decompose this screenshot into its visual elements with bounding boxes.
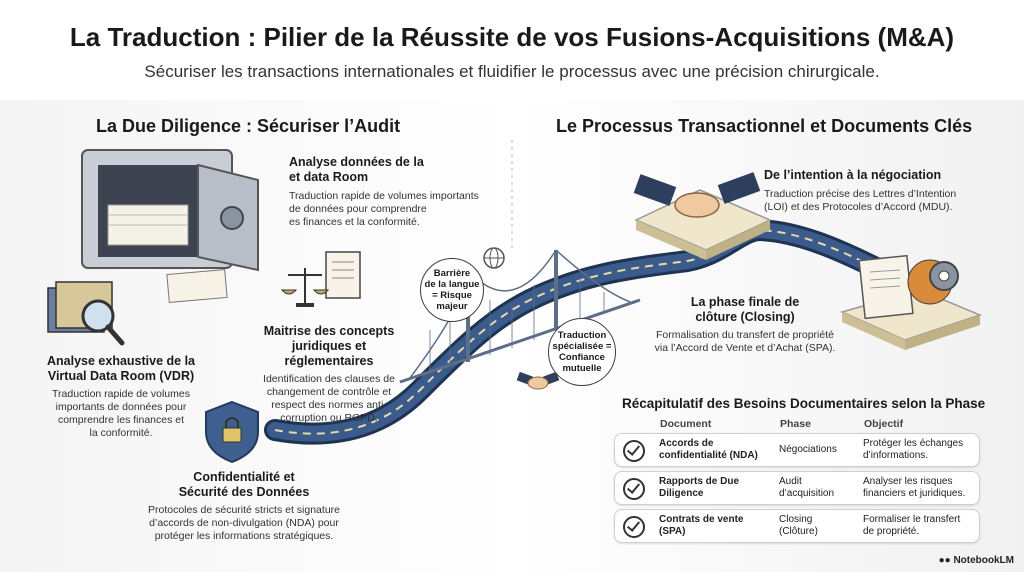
closing-platform: [839, 254, 983, 350]
intent-block: De l’intention à la négociation Traducti…: [764, 168, 994, 214]
security-text-3: protéger les informations stratégiques.: [154, 530, 334, 542]
vdr-block: Analyse exhaustive de la Virtual Data Ro…: [36, 354, 206, 440]
scales-document-icon: [280, 251, 361, 307]
page-title: La Traduction : Pilier de la Réussite de…: [69, 22, 955, 52]
legal-text-3: respect des normes anti-: [271, 399, 387, 411]
closing-text-2: via l’Accord de Vente et d’Achat (SPA).: [654, 342, 836, 354]
row-phase-line-1: Audit: [779, 476, 802, 487]
security-heading-2: Sécurité des Données: [178, 485, 310, 499]
legal-heading-1: Maitrise des concepts: [263, 324, 395, 338]
shield-lock-icon: [205, 400, 259, 464]
handshake-platform: [633, 172, 772, 260]
barrier-line-3: = Risque: [432, 290, 472, 301]
intent-text-1: Traduction précise des Lettres d’Intenti…: [764, 188, 957, 200]
safe-icon: [81, 149, 259, 304]
trust-line-3: Confiance: [559, 352, 605, 363]
row-objective-line-1: Analyser les risques: [863, 476, 953, 487]
row-objective-line-2: d’informations.: [863, 450, 929, 461]
data-room-heading-1: Analyse données de la: [289, 155, 424, 169]
legal-text-2: changement de contrôle et: [266, 386, 392, 398]
legal-block: Maitrise des concepts juridiques et régl…: [248, 324, 410, 425]
row-doc-line-2: (SPA): [659, 526, 686, 537]
legal-text-1: Identification des clauses de: [263, 373, 395, 385]
page-subtitle: Sécuriser les transactions international…: [144, 62, 880, 81]
trust-line-2: spécialisée =: [552, 341, 612, 352]
row-objective-line-1: Protéger les échanges: [863, 438, 964, 449]
check-circle-icon: [623, 478, 645, 500]
section-title-process: Le Processus Transactionnel et Documents…: [556, 116, 973, 136]
table-title: Récapitulatif des Besoins Documentaires …: [622, 396, 986, 411]
brand-label: ●● NotebookLM: [939, 555, 1014, 566]
security-text-2: d’accords de non-divulgation (NDA) pour: [149, 517, 339, 529]
barrier-line-1: Barrière: [433, 268, 471, 279]
security-text-1: Protocoles de sécurité stricts et signat…: [147, 504, 340, 516]
table-row: Contrats de vente (SPA) Closing (Clôture…: [614, 509, 980, 543]
globe-icon: [483, 247, 505, 269]
vdr-heading-1: Analyse exhaustive de la: [47, 354, 195, 368]
trust-line-4: mutuelle: [562, 363, 602, 374]
row-doc-line-2: confidentialité (NDA): [659, 450, 758, 461]
brand-logo-icon: ●●: [938, 555, 954, 566]
data-room-text-1: Traduction rapide de volumes importants: [289, 190, 479, 202]
table-header-objective: Objectif: [864, 418, 904, 430]
row-doc-line-1: Rapports de Due: [659, 476, 740, 487]
closing-text-1: Formalisation du transfert de propriété: [655, 329, 834, 341]
table-header-phase: Phase: [780, 418, 811, 430]
barrier-bubble: Barrière de la langue = Risque majeur: [420, 258, 484, 322]
barrier-line-2: de la langue: [424, 279, 480, 290]
closing-heading-2: clôture (Closing): [695, 310, 795, 324]
row-phase-line-2: (Clôture): [779, 526, 818, 537]
vdr-heading-2: Virtual Data Room (VDR): [47, 369, 195, 383]
data-room-text-3: es finances et la conformité.: [289, 216, 420, 228]
data-room-heading-2: et data Room: [289, 170, 369, 184]
data-room-block: Analyse données de la et data Room Tradu…: [289, 155, 489, 229]
row-phase-line-1: Négociations: [779, 444, 837, 455]
legal-heading-2: juridiques et réglementaires: [284, 339, 374, 368]
brand-name: NotebookLM: [953, 555, 1014, 566]
trust-bubble: Traduction spécialisée = Confiance mutue…: [548, 318, 616, 386]
security-block: Confidentialité et Sécurité des Données …: [122, 470, 366, 543]
intent-heading: De l’intention à la négociation: [764, 168, 942, 182]
small-handshake-icon: [516, 371, 560, 390]
vdr-text-2: importants de données pour: [55, 401, 187, 413]
intent-text-2: (LOI) et des Protocoles d’Accord (MDU).: [764, 201, 953, 213]
vdr-text-1: Traduction rapide de volumes: [52, 388, 190, 400]
row-phase-line-1: Closing: [779, 514, 813, 525]
folders-magnifier-icon: [47, 281, 125, 346]
check-circle-icon: [623, 516, 645, 538]
table-row: Accords de confidentialité (NDA) Négocia…: [614, 433, 980, 467]
closing-block: La phase finale de clôture (Closing) For…: [640, 295, 850, 355]
row-phase-line-2: d’acquisition: [779, 488, 835, 499]
row-objective-line-2: financiers et juridiques.: [863, 488, 966, 499]
security-heading-1: Confidentialité et: [193, 470, 295, 484]
road-path: [264, 218, 891, 445]
legal-text-4: corruption ou RGPD.: [280, 412, 378, 424]
section-title-due-diligence: La Due Diligence : Sécuriser l’Audit: [96, 116, 401, 136]
vdr-text-3: comprendre les finances et: [57, 414, 185, 426]
row-doc-line-1: Accords de: [659, 438, 714, 449]
row-doc-line-1: Contrats de vente: [659, 514, 744, 525]
barrier-line-4: majeur: [436, 301, 468, 312]
row-objective-line-1: Formaliser le transfert: [863, 514, 961, 525]
row-doc-line-2: Diligence: [659, 488, 704, 499]
row-objective-line-2: de propriété.: [863, 526, 920, 537]
table-header-document: Document: [660, 418, 712, 430]
check-circle-icon: [623, 440, 645, 462]
trust-line-1: Traduction: [557, 330, 607, 341]
vdr-text-4: la conformité.: [89, 427, 153, 439]
data-room-text-2: de données pour comprendre: [289, 203, 427, 215]
closing-heading-1: La phase finale de: [690, 295, 800, 309]
table-row: Rapports de Due Diligence Audit d’acquis…: [614, 471, 980, 505]
